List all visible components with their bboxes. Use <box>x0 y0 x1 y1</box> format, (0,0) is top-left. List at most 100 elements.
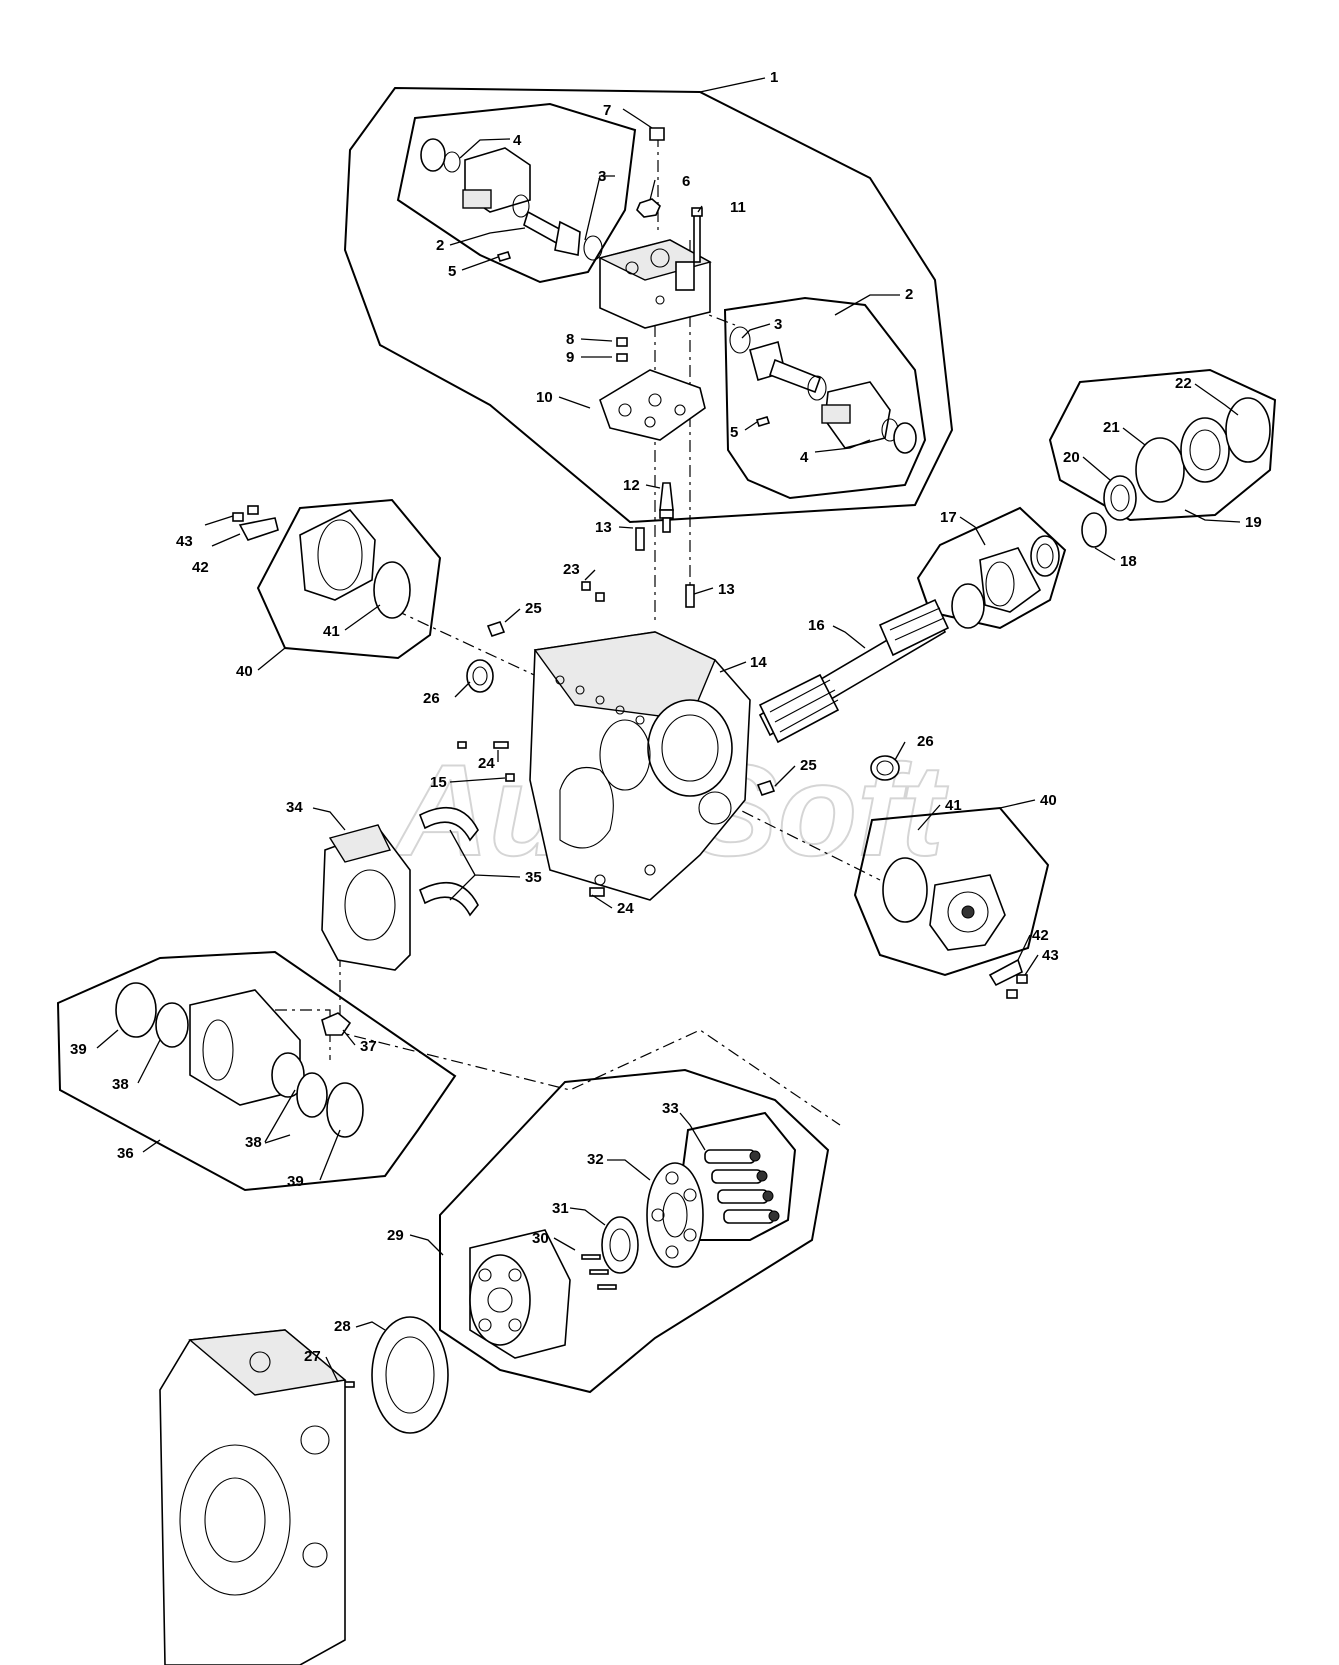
callout-29: 29 <box>387 1227 404 1244</box>
callout-13-right: 13 <box>718 581 735 598</box>
callout-4-upper: 4 <box>513 132 522 149</box>
plug-26-right <box>870 755 900 781</box>
callout-32: 32 <box>587 1151 604 1168</box>
pin-13-left <box>635 527 645 551</box>
callout-25-left: 25 <box>525 600 542 617</box>
callout-39-lower: 39 <box>287 1173 304 1190</box>
callout-7: 7 <box>603 102 611 119</box>
callout-11: 11 <box>730 199 746 216</box>
cylinder-block-29 <box>469 1229 571 1359</box>
plug-9 <box>616 353 628 362</box>
servo-piston-36 <box>115 982 364 1138</box>
callout-40-left: 40 <box>236 663 253 680</box>
callout-39-upper: 39 <box>70 1041 87 1058</box>
gasket-10 <box>599 369 706 441</box>
callout-35: 35 <box>525 869 542 886</box>
callout-16: 16 <box>808 617 825 634</box>
group-outline-40-left <box>256 498 442 660</box>
screw-7 <box>649 127 665 141</box>
pistons-33 <box>704 1149 780 1224</box>
callout-17: 17 <box>940 509 957 526</box>
centerline-40-left <box>394 609 546 681</box>
callout-5-upper: 5 <box>448 263 456 280</box>
callout-38-lower: 38 <box>245 1134 262 1151</box>
callout-36: 36 <box>117 1145 134 1162</box>
control-valve-block <box>597 239 712 329</box>
spherical-guide-31 <box>601 1216 639 1274</box>
callout-43-right: 43 <box>1042 947 1059 964</box>
callout-5-right: 5 <box>730 424 738 441</box>
callout-22: 22 <box>1175 375 1192 392</box>
callout-13-left: 13 <box>595 519 612 536</box>
callout-28: 28 <box>334 1318 351 1335</box>
retainer-plate-32 <box>646 1162 704 1268</box>
bracket-42-left <box>238 517 279 541</box>
group-outline-36 <box>56 950 457 1192</box>
screw-24a <box>457 741 467 749</box>
pin-13-right <box>685 584 695 608</box>
block-37 <box>321 1012 352 1036</box>
callout-4-right: 4 <box>800 449 809 466</box>
group-outline-19 <box>1048 368 1277 522</box>
callout-34: 34 <box>286 799 303 816</box>
bolt-43-right-a <box>1016 974 1028 984</box>
group-outline-40-right <box>853 806 1050 977</box>
callout-23: 23 <box>563 561 580 578</box>
callout-15: 15 <box>430 774 447 791</box>
callout-27: 27 <box>304 1348 321 1365</box>
callout-37: 37 <box>360 1038 377 1055</box>
callout-21: 21 <box>1103 419 1120 436</box>
callout-2-right: 2 <box>905 286 913 303</box>
callout-12: 12 <box>623 477 640 494</box>
callout-8: 8 <box>566 331 574 348</box>
plug-23b <box>595 592 605 602</box>
screw-15 <box>505 773 515 782</box>
callout-30: 30 <box>532 1230 549 1247</box>
group-outline-2-sub <box>723 296 927 500</box>
screw-24b <box>493 741 509 749</box>
callout-41-right: 41 <box>945 797 962 814</box>
group-outline-1 <box>343 86 954 524</box>
callout-43-left: 43 <box>176 533 193 550</box>
callout-25-right: 25 <box>800 757 817 774</box>
group-outline-17 <box>916 506 1067 630</box>
bearing-17 <box>951 535 1060 629</box>
pins-30 <box>581 1254 617 1290</box>
centerline-40-right <box>719 799 881 881</box>
bolt-43-right-b <box>1006 989 1018 999</box>
callout-26-left: 26 <box>423 690 440 707</box>
callout-42-left: 42 <box>192 559 209 576</box>
callout-6: 6 <box>682 173 690 190</box>
callout-18: 18 <box>1120 553 1137 570</box>
servo-cover-right <box>882 857 1006 951</box>
group-outline-29 <box>439 1068 830 1394</box>
callout-10: 10 <box>536 389 553 406</box>
plug-23a <box>581 581 591 591</box>
callout-3-right: 3 <box>774 316 782 333</box>
plug-25-left <box>486 621 506 637</box>
bearing-halves-35 <box>418 806 479 917</box>
screw-5-upper <box>496 251 512 262</box>
plug-25-right <box>756 780 776 796</box>
callout-24a: 24 <box>478 755 495 772</box>
screw-24c <box>589 887 605 897</box>
group-outline-4-sub <box>396 102 637 284</box>
plug-26-left <box>466 659 494 693</box>
callout-31: 31 <box>552 1200 569 1217</box>
valve-plate-28 <box>371 1316 449 1434</box>
callout-24c: 24 <box>617 900 634 917</box>
callout-38-upper: 38 <box>112 1076 129 1093</box>
screw-5-lower <box>755 416 771 427</box>
solenoid-right <box>729 326 917 454</box>
callout-42-right: 42 <box>1032 927 1049 944</box>
callout-26-right: 26 <box>917 733 934 750</box>
bolt-11 <box>691 207 703 263</box>
callout-14: 14 <box>750 654 767 671</box>
servo-cover-left <box>299 509 411 619</box>
callout-2-upper: 2 <box>436 237 444 254</box>
bolts-43-left <box>232 505 259 522</box>
nut-6 <box>636 198 661 218</box>
solenoid-upper <box>420 138 603 261</box>
plug-8 <box>616 337 628 347</box>
